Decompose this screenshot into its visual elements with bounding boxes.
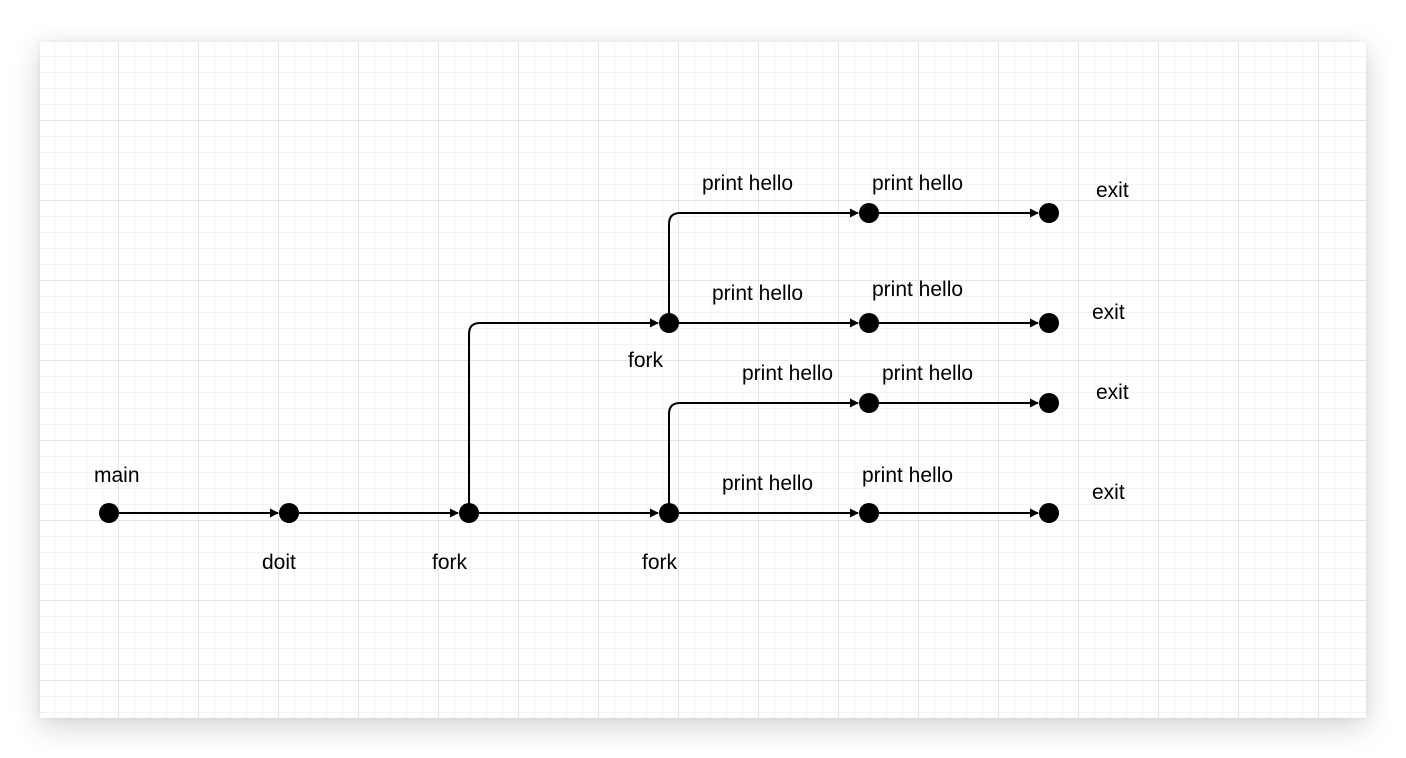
node-third-branch	[859, 393, 879, 413]
label-fork1: fork	[432, 551, 468, 574]
node-labels: main doit fork fork fork exit exit exit …	[94, 179, 1129, 574]
label-exit2: exit	[1092, 301, 1125, 324]
node-exit2	[1039, 313, 1059, 333]
label-doit: doit	[262, 551, 296, 574]
edge-label-a2: print hello	[872, 172, 963, 195]
edge-fork2-to-top-branch	[668, 208, 859, 323]
label-fork2: fork	[628, 349, 664, 372]
label-exit4: exit	[1092, 481, 1125, 504]
edge-label-d1: print hello	[722, 472, 813, 495]
node-bottom-branch	[859, 503, 879, 523]
nodes	[99, 203, 1059, 523]
node-fork3	[659, 503, 679, 523]
node-second-branch	[859, 313, 879, 333]
diagram-canvas	[40, 42, 1366, 718]
node-fork1	[459, 503, 479, 523]
edge-label-b2: print hello	[872, 278, 963, 301]
node-main	[99, 503, 119, 523]
node-exit4	[1039, 503, 1059, 523]
edge-labels: print hello print hello print hello prin…	[702, 172, 973, 495]
label-main: main	[94, 464, 140, 487]
node-top-branch	[859, 203, 879, 223]
edges	[109, 208, 1039, 518]
node-exit3	[1039, 393, 1059, 413]
edge-label-d2: print hello	[862, 464, 953, 487]
label-fork3: fork	[642, 551, 678, 574]
edge-fork3-to-third-branch	[668, 398, 859, 513]
label-exit1: exit	[1096, 179, 1129, 202]
node-fork2	[659, 313, 679, 333]
node-doit	[279, 503, 299, 523]
edge-label-c1: print hello	[742, 362, 833, 385]
edge-label-b1: print hello	[712, 282, 803, 305]
label-exit3: exit	[1096, 381, 1129, 404]
edge-fork1-to-fork2	[468, 318, 659, 513]
node-exit1	[1039, 203, 1059, 223]
edge-label-a1: print hello	[702, 172, 793, 195]
edge-label-c2: print hello	[882, 362, 973, 385]
